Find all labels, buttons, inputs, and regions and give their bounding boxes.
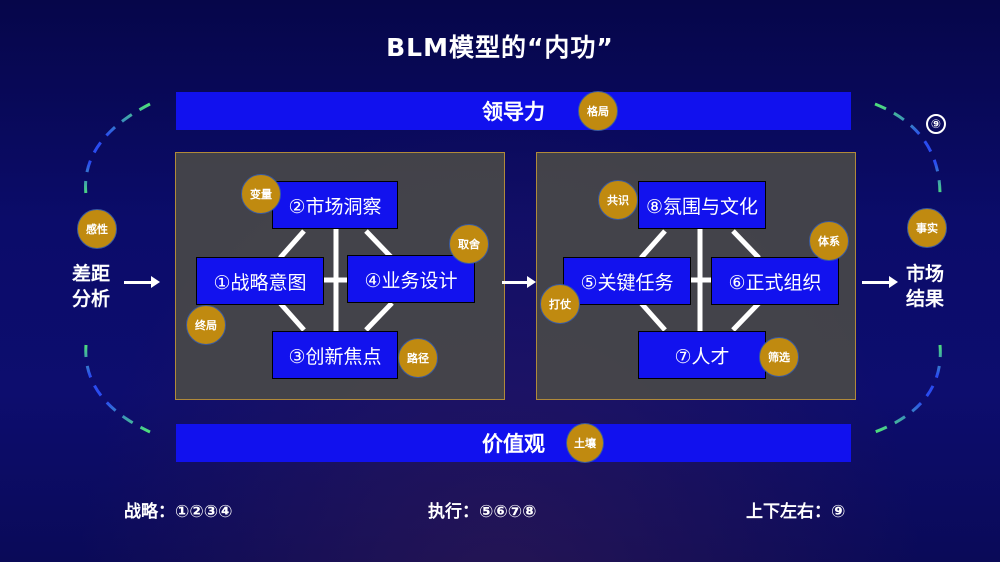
market-result-line1: 市场: [906, 263, 945, 285]
formal-organization-node[interactable]: ⑥正式组织: [711, 257, 839, 305]
leadership-label: 领导力: [482, 100, 545, 124]
gap-analysis-line1: 差距: [72, 263, 111, 285]
arrow-right-icon: [862, 276, 898, 288]
culture-node[interactable]: ⑧氛围与文化: [638, 181, 766, 229]
environment-legend: 上下左右：⑨: [746, 502, 846, 522]
strategy-legend: 战略：①②③④: [124, 502, 233, 522]
variable-badge: 变量: [241, 174, 281, 214]
gap-analysis-label: 差距 分析: [72, 262, 110, 312]
leadership-bar: 领导力: [176, 92, 851, 130]
execution-legend: 执行：⑤⑥⑦⑧: [428, 502, 537, 522]
pattern-badge: 格局: [578, 91, 618, 131]
strategic-intent-node[interactable]: ①战略意图: [196, 257, 324, 305]
tradeoff-badge: 取舍: [449, 224, 489, 264]
strategy-panel: ②市场洞察 ①战略意图 ④业务设计 ③创新焦点: [175, 152, 505, 400]
talent-node[interactable]: ⑦人才: [638, 331, 766, 379]
endgame-badge: 终局: [186, 305, 226, 345]
page-title: BLM模型的“内功”: [386, 33, 614, 62]
system-badge: 体系: [809, 221, 849, 261]
market-insight-node[interactable]: ②市场洞察: [272, 181, 398, 229]
screening-badge: 筛选: [759, 337, 799, 377]
innovation-focus-node[interactable]: ③创新焦点: [272, 331, 398, 379]
consensus-badge: 共识: [598, 180, 638, 220]
fact-badge: 事实: [907, 208, 947, 248]
environment-marker: ⑨: [926, 114, 946, 134]
values-label: 价值观: [482, 432, 545, 456]
path-badge: 路径: [398, 338, 438, 378]
market-result-label: 市场 结果: [906, 262, 944, 312]
gap-analysis-line2: 分析: [72, 288, 111, 310]
soil-badge: 土壤: [566, 423, 604, 463]
values-bar: 价值观: [176, 424, 851, 462]
business-design-node[interactable]: ④业务设计: [347, 255, 475, 303]
perceptual-badge: 感性: [77, 209, 117, 249]
market-result-line2: 结果: [906, 288, 945, 310]
execution-panel: ⑧氛围与文化 ⑤关键任务 ⑥正式组织 ⑦人才: [536, 152, 856, 400]
battle-badge: 打仗: [540, 284, 580, 324]
arrow-right-icon: [124, 276, 160, 288]
arrow-right-icon: [502, 276, 536, 288]
critical-tasks-node[interactable]: ⑤关键任务: [563, 257, 691, 305]
